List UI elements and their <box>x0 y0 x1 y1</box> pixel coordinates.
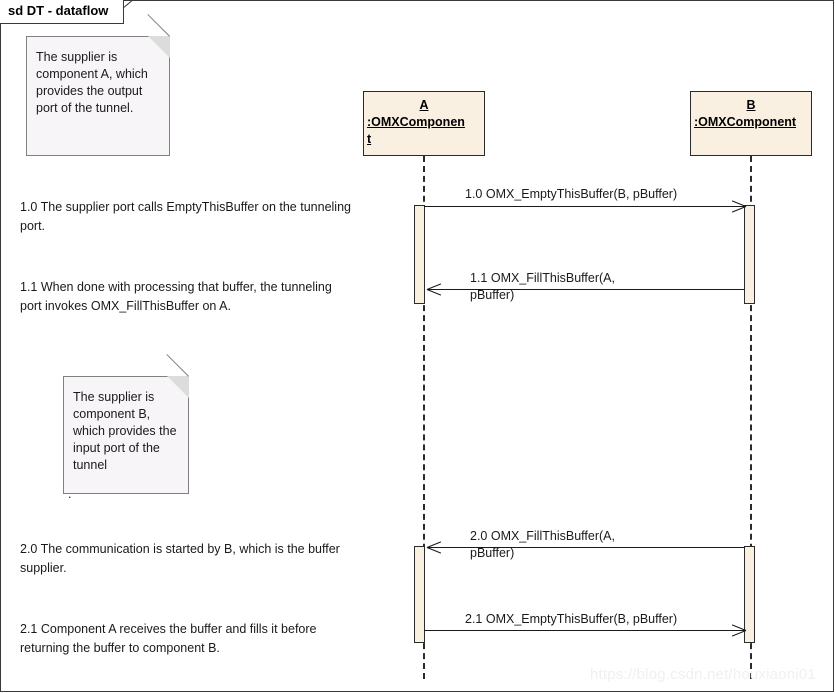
frame-tab-body <box>0 0 124 24</box>
frame-title: sd DT - dataflow <box>8 3 109 18</box>
description-2-1: 2.1 Component A receives the buffer and … <box>20 622 317 655</box>
note-supplier-b-trailing-dot: . <box>68 487 72 501</box>
lifeline-a-name: A <box>419 98 429 112</box>
watermark: https://blog.csdn.net/houxiaoni01 <box>590 666 816 683</box>
note-supplier-a: The supplier is component A, which provi… <box>26 14 170 156</box>
description-2-0: 2.0 The communication is started by B, w… <box>20 542 340 575</box>
note-supplier-b-text: The supplier is component B, which provi… <box>73 390 177 472</box>
lifeline-header-a[interactable]: A :OMXComponen t <box>363 91 485 156</box>
activation-bar-a-lower <box>414 546 425 643</box>
message-2-1-line <box>424 630 746 631</box>
lifeline-b-name: B <box>746 98 756 112</box>
lifeline-a-type-overflow: t <box>367 132 372 146</box>
message-1-0-label: 1.0 OMX_EmptyThisBuffer(B, pBuffer) <box>465 187 678 201</box>
message-1-0-arrowhead <box>731 199 747 213</box>
message-2-0-line <box>428 547 745 548</box>
lifeline-b-type: :OMXComponent <box>694 115 797 129</box>
activation-bar-b-upper <box>744 205 755 304</box>
message-2-0-label: 2.0 OMX_FillThisBuffer(A, pBuffer) <box>470 529 615 560</box>
message-1-0-line <box>424 206 746 207</box>
description-1-1: 1.1 When done with processing that buffe… <box>20 280 332 313</box>
message-2-0-arrowhead <box>426 540 442 554</box>
lifeline-a-type: :OMXComponen <box>367 115 465 129</box>
message-1-1-label: 1.1 OMX_FillThisBuffer(A, pBuffer) <box>470 271 615 302</box>
lifeline-dash-b <box>750 156 752 679</box>
frame-tab-corner <box>123 0 145 24</box>
note-fold-icon <box>167 376 189 398</box>
activation-bar-b-lower <box>744 546 755 643</box>
message-2-1-arrowhead <box>731 623 747 637</box>
description-1-0: 1.0 The supplier port calls EmptyThisBuf… <box>20 200 351 233</box>
note-supplier-a-text: The supplier is component A, which provi… <box>36 50 148 115</box>
note-fold-icon <box>148 36 170 58</box>
lifeline-dash-a <box>423 156 425 679</box>
activation-bar-a-upper <box>414 205 425 304</box>
lifeline-header-b[interactable]: B :OMXComponent <box>690 91 812 156</box>
message-2-1-label: 2.1 OMX_EmptyThisBuffer(B, pBuffer) <box>465 612 678 626</box>
note-supplier-b: The supplier is component B, which provi… <box>63 354 189 494</box>
frame-tab-diagonal <box>123 0 143 12</box>
message-1-1-line <box>428 289 745 290</box>
message-1-1-arrowhead <box>426 282 442 296</box>
